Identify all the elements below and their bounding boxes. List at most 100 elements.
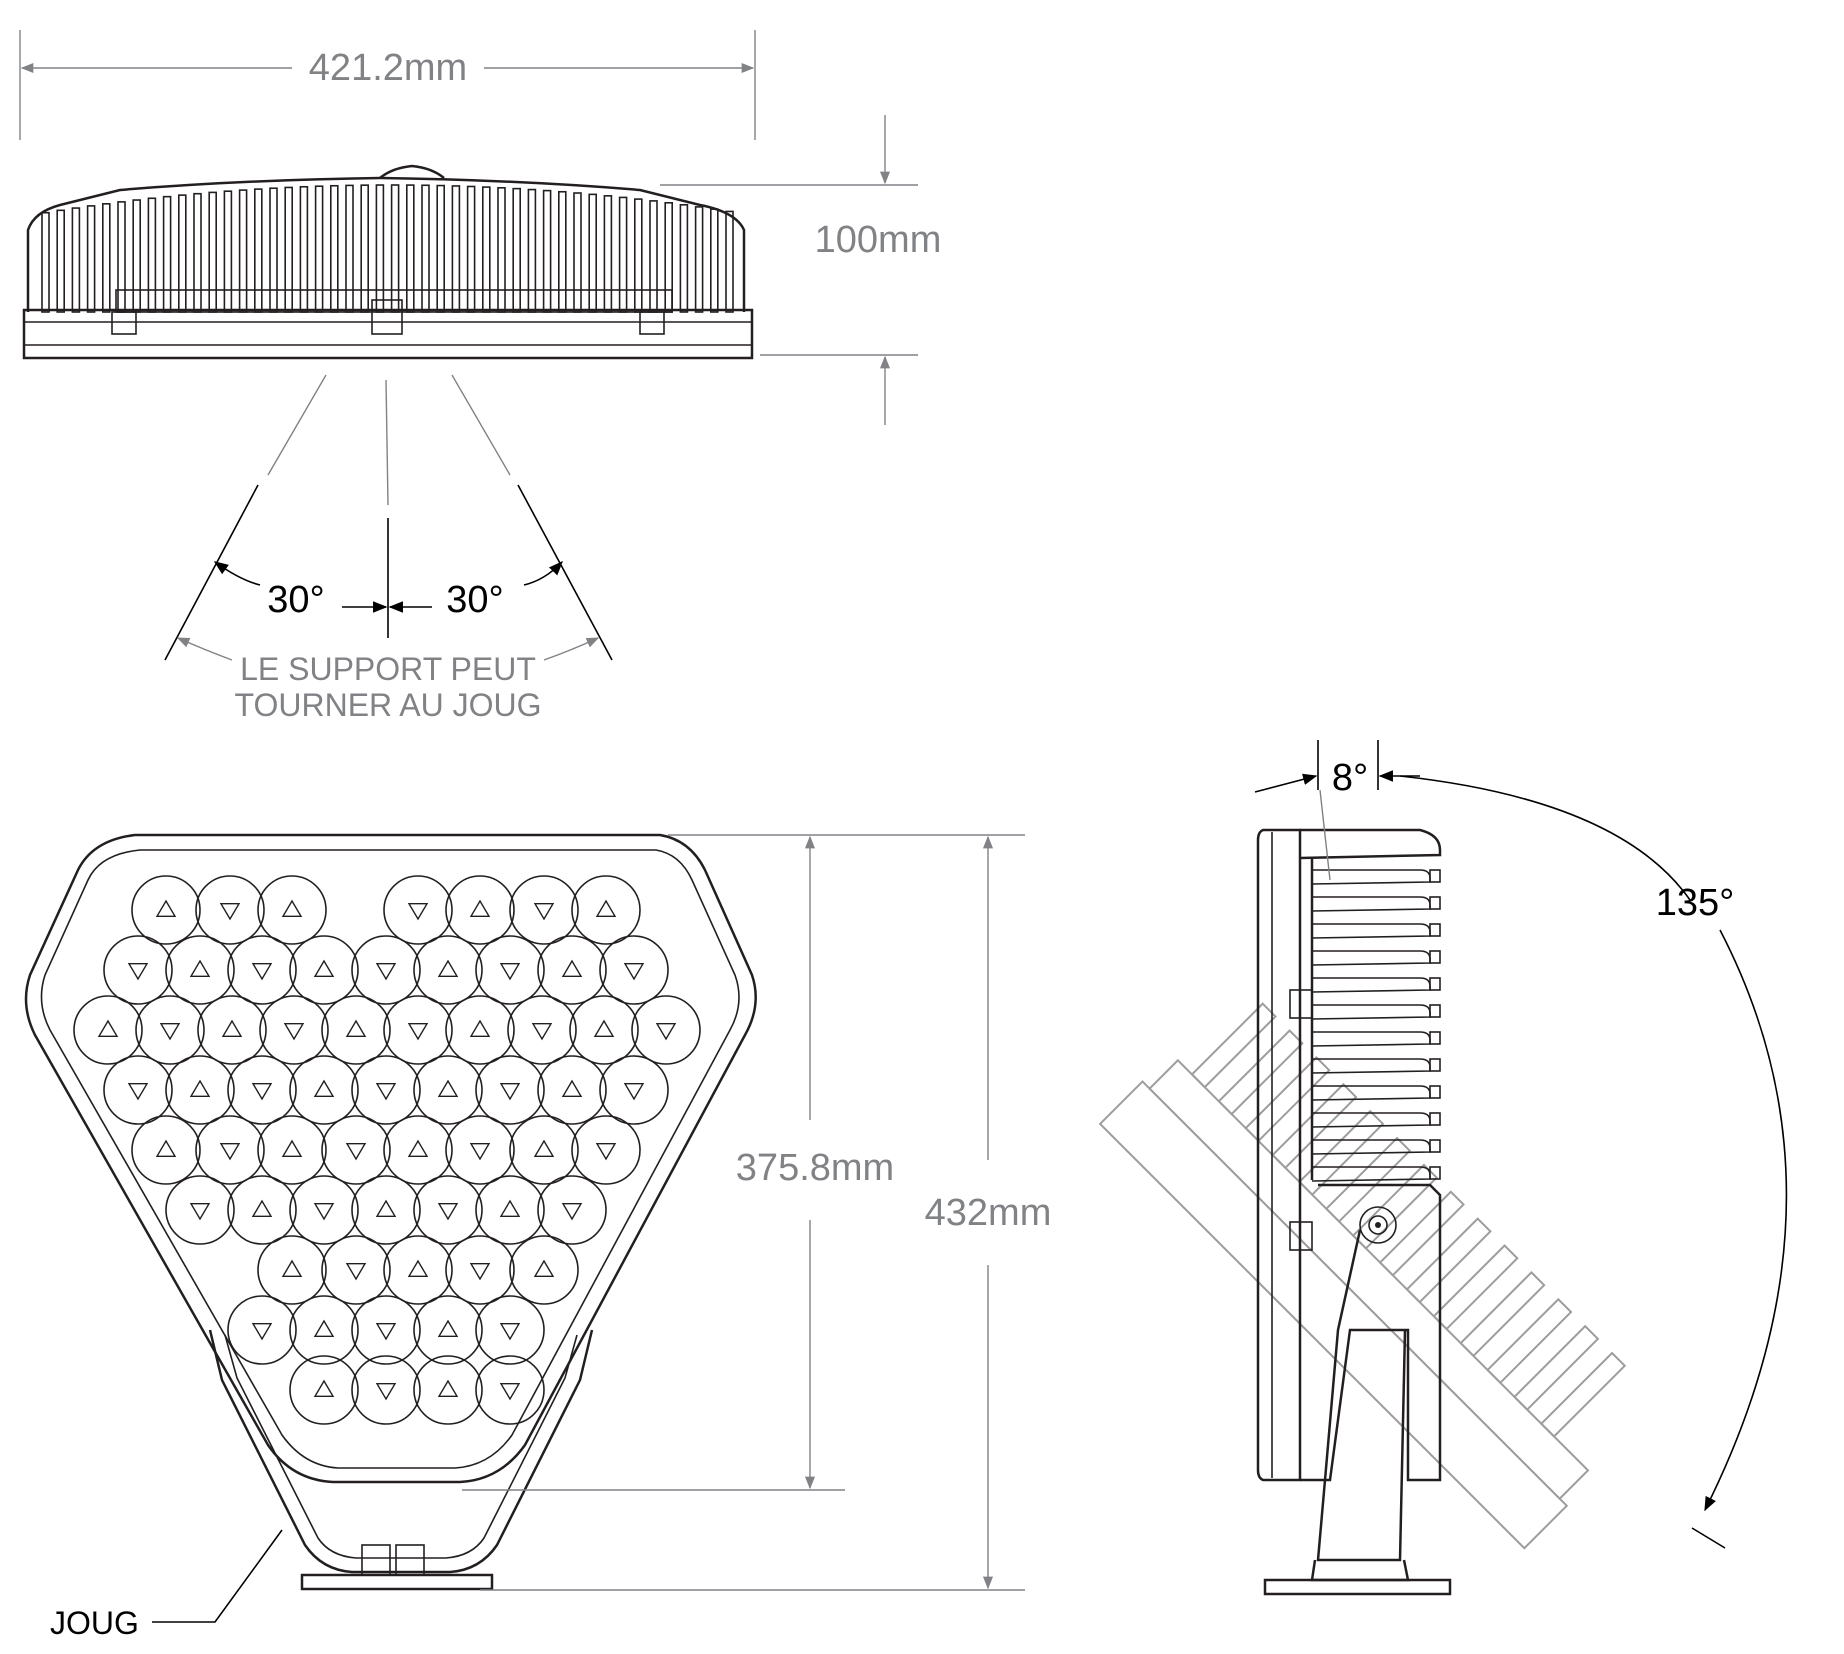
top-profile-view: 421.2mm 100mm — [19, 30, 942, 425]
side-fin-tip — [1429, 1004, 1441, 1018]
side-fin-tip — [1429, 950, 1441, 964]
led-lens — [445, 995, 515, 1065]
fin — [709, 208, 719, 313]
ghost-fin — [1405, 1217, 1492, 1304]
side-fin — [1311, 923, 1431, 939]
led-lens — [321, 995, 391, 1065]
led-lens — [509, 1235, 579, 1305]
led-lens — [475, 935, 545, 1005]
ghost-fin — [1298, 1109, 1385, 1197]
led-lens — [413, 1175, 483, 1245]
inner-height-dimension-label: 375.8mm — [736, 1147, 894, 1189]
led-emitter-icon — [561, 959, 583, 977]
heatsink-fins — [41, 184, 734, 313]
led-lens — [445, 1235, 515, 1305]
led-lens — [475, 1355, 545, 1425]
led-lens — [475, 1175, 545, 1245]
led-emitter-icon — [313, 1203, 335, 1221]
led-lens — [351, 935, 421, 1005]
led-emitter-icon — [499, 1383, 521, 1401]
led-lens — [195, 875, 265, 945]
led-lens — [475, 1295, 545, 1365]
led-emitter-icon — [469, 1263, 491, 1281]
led-emitter-icon — [189, 1079, 211, 1097]
led-lens — [321, 1235, 391, 1305]
led-lens — [73, 995, 143, 1065]
led-emitter-icon — [561, 1079, 583, 1097]
led-emitter-icon — [499, 1083, 521, 1101]
led-emitter-icon — [499, 963, 521, 981]
fin — [223, 190, 233, 313]
led-emitter-icon — [189, 959, 211, 977]
led-emitter-icon — [155, 899, 177, 917]
led-emitter-icon — [499, 1199, 521, 1217]
fin — [512, 187, 522, 313]
fin — [147, 197, 157, 313]
led-emitter-icon — [219, 1143, 241, 1161]
fin — [527, 188, 537, 313]
led-emitter-icon — [281, 1259, 303, 1277]
fin — [208, 191, 217, 313]
fin — [405, 184, 415, 313]
led-lens — [413, 1055, 483, 1125]
led-lens — [413, 935, 483, 1005]
led-lens — [289, 1175, 359, 1245]
ghost-fin — [1459, 1271, 1546, 1358]
fin — [649, 200, 658, 313]
yoke-label: JOUG — [50, 1605, 139, 1641]
fin — [254, 188, 263, 313]
fin — [284, 186, 294, 313]
fin — [375, 184, 385, 313]
led-emitter-icon — [469, 1143, 491, 1161]
led-lens — [445, 875, 515, 945]
led-emitter-icon — [375, 1199, 397, 1217]
led-emitter-icon — [469, 899, 491, 917]
ghost-fin — [1539, 1351, 1627, 1438]
fin — [573, 192, 582, 313]
led-emitter-icon — [345, 1143, 367, 1161]
led-lens — [509, 1115, 579, 1185]
tilt-large-angle-label: 135° — [1656, 882, 1735, 924]
total-height-dimension-label: 432mm — [925, 1192, 1052, 1234]
ghost-fin — [1271, 1082, 1358, 1170]
led-lens — [351, 1295, 421, 1365]
fin — [725, 210, 734, 313]
ghost-fin — [1244, 1056, 1331, 1143]
side-fin-tip — [1429, 1085, 1441, 1099]
led-lens — [103, 1055, 173, 1125]
side-fin-tip — [1429, 1058, 1441, 1072]
led-emitter-icon — [313, 1379, 335, 1397]
ghost-fin — [1486, 1297, 1573, 1385]
led-lens — [413, 1355, 483, 1425]
fin — [633, 198, 643, 313]
fin — [542, 189, 552, 313]
side-fin — [1311, 1031, 1431, 1047]
fin — [588, 193, 598, 313]
led-emitter-icon — [469, 1019, 491, 1037]
ghost-fin — [1351, 1163, 1439, 1250]
led-emitter-icon — [375, 1323, 397, 1341]
side-heatsink-fins — [1311, 869, 1441, 1182]
led-lens — [165, 1175, 235, 1245]
led-lens — [227, 1175, 297, 1245]
led-emitter-icon — [407, 1259, 429, 1277]
side-fin-tip — [1429, 1031, 1441, 1045]
led-emitter-icon — [313, 1319, 335, 1337]
led-emitter-icon — [345, 1263, 367, 1281]
led-lens — [165, 1055, 235, 1125]
led-emitter-icon — [375, 963, 397, 981]
led-emitter-icon — [655, 1023, 677, 1041]
led-emitter-icon — [375, 1383, 397, 1401]
fin — [102, 203, 111, 313]
side-view: 8° 135° — [1098, 740, 1788, 1596]
led-lens — [631, 995, 701, 1065]
tilt-small-angle-label: 8° — [1332, 757, 1368, 799]
led-lens — [599, 935, 669, 1005]
led-lens — [599, 1055, 669, 1125]
fin — [466, 185, 476, 313]
led-emitter-icon — [533, 1259, 555, 1277]
height-top-dimension-label: 100mm — [815, 219, 942, 261]
fin — [41, 211, 50, 313]
led-emitter-icon — [127, 963, 149, 981]
